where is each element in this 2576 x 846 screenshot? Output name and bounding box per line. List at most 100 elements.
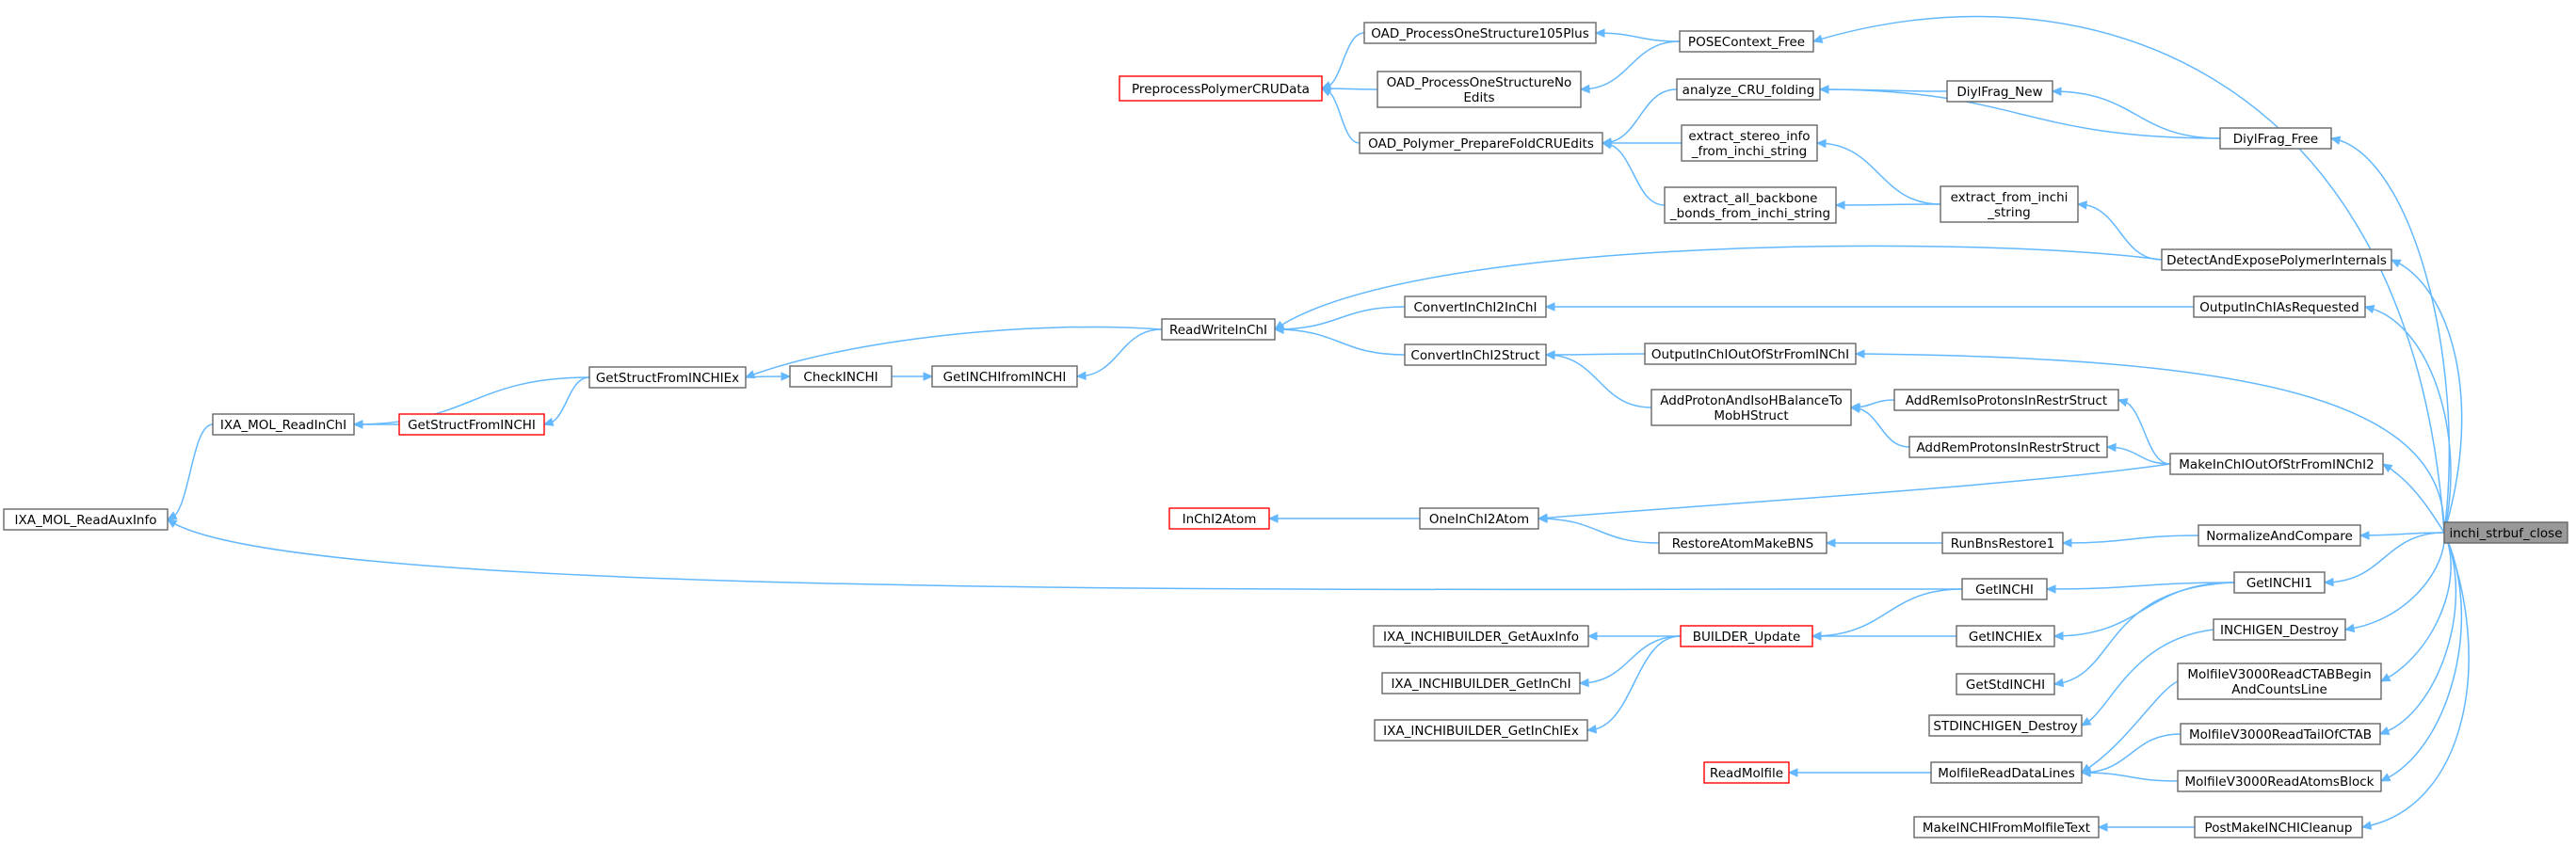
node-oneinchi2atom[interactable]: OneInChI2Atom [1419,507,1539,530]
node-label: extract_stereo_info [1688,129,1810,144]
node-ixa-inchibuilder-getauxinfo[interactable]: IXA_INCHIBUILDER_GetAuxInfo [1373,625,1589,647]
node-getstructfrominchiex[interactable]: GetStructFromINCHIEx [588,366,747,389]
node-addremprotonsinrestrstruct[interactable]: AddRemProtonsInRestrStruct [1908,436,2108,458]
node-label: BUILDER_Update [1693,630,1801,645]
node-getinchiex[interactable]: GetINCHIEx [1956,625,2055,647]
node-box [212,413,355,436]
node-diylfrag-free[interactable]: DiylFrag_Free [2219,127,2332,150]
node-getinchifrominchi[interactable]: GetINCHIfromINCHI [931,365,1078,388]
edge-getstructfrominchi-to-getstructfrominchiex [543,376,590,425]
node-makeinchifrommolfiletext[interactable]: MakeINCHIFromMolfileText [1913,816,2100,838]
node-inchi2atom[interactable]: InChI2Atom [1168,507,1270,530]
node-checkinchi[interactable]: CheckINCHI [789,365,893,388]
node-box [789,365,893,388]
node-label: MakeINCHIFromMolfileText [1923,821,2090,836]
node-convertinchi2inchi[interactable]: ConvertInChI2InChI [1404,295,1547,318]
node-analyze-cru-folding[interactable]: analyze_CRU_folding [1676,78,1821,101]
arrowhead [1854,349,1865,359]
node-builder-update[interactable]: BUILDER_Update [1680,625,1813,647]
node-stdinchigen-destroy[interactable]: STDINCHIGEN_Destroy [1928,714,2083,737]
arrowhead [1594,28,1605,38]
arrowhead [1578,678,1589,688]
node-ixa-mol-readauxinfo[interactable]: IXA_MOL_ReadAuxInfo [3,508,169,531]
edge-molfilereaddatalines-to-molfilev3000readatomsblock [2081,772,2179,782]
edge-readwriteinchi-to-convertinchi2inchi [1274,306,1406,330]
edge-stdinchigen-destroy-to-inchigen-destroy [2081,629,2214,726]
node-getinchi1[interactable]: GetINCHI1 [2233,571,2326,594]
node-inchigen-destroy[interactable]: INCHIGEN_Destroy [2213,618,2346,641]
node-label: OAD_Polymer_PrepareFoldCRUEdits [1368,136,1594,152]
arrowhead [2323,577,2334,587]
node-ixa-inchibuilder-getinchi[interactable]: IXA_INCHIBUILDER_GetInChI [1381,672,1581,694]
edge-ixa-inchibuilder-getinchiex-to-builder-update [1586,635,1682,731]
edge-addremisoprotonsinrestrstruct-to-makeinchioutofstrfrominchi2 [2117,399,2171,465]
edge-inchigen-destroy-to-inchi-strbuf-close [2344,532,2445,631]
arrowhead [1601,140,1613,150]
node-label: AddRemProtonsInRestrStruct [1916,440,2100,455]
arrowhead [1267,514,1279,523]
node-postmakeinchicleanup[interactable]: PostMakeINCHICleanup [2194,816,2363,838]
node-label: MolfileV3000ReadAtomsBlock [2185,774,2375,790]
edge-outputinchiasrequested-to-inchi-strbuf-close [2364,306,2452,534]
node-outputinchioutofstrfrominchi[interactable]: OutputInChIOutOfStrFromINChI [1644,343,1857,365]
node-getstructfrominchi[interactable]: GetStructFromINCHI [398,413,545,436]
node-box [588,366,747,389]
node-convertinchi2struct[interactable]: ConvertInChI2Struct [1404,343,1547,366]
arrowhead [2053,631,2064,641]
node-oad-polymer-preparefoldcruedits[interactable]: OAD_Polymer_PrepareFoldCRUEdits [1359,132,1603,154]
node-diylfrag-new[interactable]: DiylFrag_New [1946,80,2053,103]
node-oad-processonestructure105plus[interactable]: OAD_ProcessOneStructure105Plus [1363,22,1597,44]
node-getinchi[interactable]: GetINCHI [1961,578,2048,600]
node-normalizeandcompare[interactable]: NormalizeAndCompare [2198,524,2361,547]
node-label: CheckINCHI [803,370,877,385]
node-label: GetINCHIfromINCHI [943,370,1067,385]
node-readmolfile[interactable]: ReadMolfile [1703,761,1790,784]
node-label: DiylFrag_New [1956,85,2042,100]
edge-makeinchioutofstrfrominchi2-to-inchi-strbuf-close [2382,463,2445,534]
node-preprocesspolymercrudata[interactable]: PreprocessPolymerCRUData [1119,75,1323,102]
arrowhead [2379,773,2391,782]
arrowhead [1544,350,1555,360]
node-makeinchioutofstrfrominchi2[interactable]: MakeInChIOutOfStrFromINChI2 [2169,453,2384,475]
node-molfilev3000readatomsblock[interactable]: MolfileV3000ReadAtomsBlock [2177,770,2382,792]
node-extract-from-inchi-string[interactable]: extract_from_inchi_string [1940,185,2079,223]
node-runbnsrestore1[interactable]: RunBnsRestore1 [1941,532,2064,554]
node-addremisoprotonsinrestrstruct[interactable]: AddRemIsoProtonsInRestrStruct [1893,389,2119,411]
arrowhead [1537,514,1548,523]
node-molfilereaddatalines[interactable]: MolfileReadDataLines [1930,761,2083,784]
edge-readwriteinchi-to-detectandexposepolymerinternals [1274,245,2163,330]
node-box [1893,389,2119,411]
edge-layer [166,15,2470,832]
node-box [1168,507,1270,530]
node-label: Edits [1463,90,1494,105]
node-posecontext-free[interactable]: POSEContext_Free [1679,30,1814,53]
node-molfilev3000readtailofctab[interactable]: MolfileV3000ReadTailOfCTAB [2180,723,2381,745]
node-detectandexposepolymerinternals[interactable]: DetectAndExposePolymerInternals [2161,248,2392,271]
edge-getinchi-to-getinchi1 [2046,582,2235,590]
node-box [2193,295,2366,318]
arrowhead [1544,302,1555,311]
node-box [2161,248,2392,271]
node-extract-stereo-info[interactable]: extract_stereo_info_from_inchi_string [1681,124,1818,162]
arrowhead [2061,538,2072,548]
edge-preprocesspolymercrudata-to-oad-processonestructure105plus [1321,32,1365,89]
node-ixa-inchibuilder-getinchiex[interactable]: IXA_INCHIBUILDER_GetInChIEx [1374,719,1588,742]
arrowhead [1818,85,1829,94]
edge-ixa-mol-readauxinfo-to-ixa-mol-readinchi [167,423,214,520]
arrowhead [1811,631,1822,641]
arrowhead [1586,631,1598,641]
node-ixa-mol-readinchi[interactable]: IXA_MOL_ReadInChI [212,413,355,436]
node-label: INCHIGEN_Destroy [2220,623,2339,638]
node-outputinchiasrequested[interactable]: OutputInChIAsRequested [2193,295,2366,318]
arrowhead [2080,768,2091,777]
node-extract-all-backbone[interactable]: extract_all_backbone_bonds_from_inchi_st… [1664,186,1837,224]
node-getstdinchi[interactable]: GetStdINCHI [1956,673,2055,695]
arrowhead [2053,678,2065,688]
node-box [1381,672,1581,694]
node-restoreatommakebns[interactable]: RestoreAtomMakeBNS [1658,532,1827,554]
edge-getstdinchi-to-getinchi1 [2053,582,2235,685]
node-readwriteinchi[interactable]: ReadWriteInChI [1161,318,1276,341]
